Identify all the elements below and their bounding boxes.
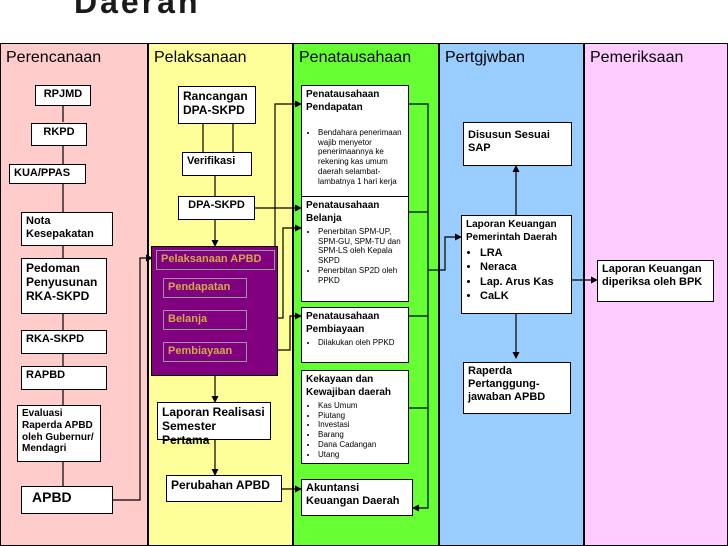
laporan-keuangan-title: Laporan Keuangan Pemerintah Daerah bbox=[466, 219, 558, 243]
penatausahaan-belanja-title: Penatausahaan Belanja bbox=[306, 200, 380, 224]
node-laporan-keuangan-pemda: Laporan Keuangan Pemerintah Daerah LRA N… bbox=[461, 215, 572, 314]
node-laporan-realisasi: Laporan Realisasi Semester Pertama bbox=[157, 402, 271, 447]
node-belanja: Belanja bbox=[163, 310, 247, 330]
node-penatausahaan-pembiayaan: Penatausahaan Pembiayaan Dilakukan oleh … bbox=[301, 307, 409, 363]
column-header-perencanaan: Perencanaan bbox=[6, 49, 102, 66]
node-kekayaan-kewajiban: Kekayaan dan Kewajiban daerah Kas Umum P… bbox=[301, 370, 409, 464]
kekayaan-item: Investasi bbox=[318, 420, 404, 430]
node-apbd: APBD bbox=[21, 486, 113, 514]
node-pelaksanaan-apbd: Pelaksanaan APBD bbox=[156, 250, 275, 270]
penatausahaan-pembiayaan-item: Dilakukan oleh PPKD bbox=[318, 338, 404, 348]
kekayaan-item: Dana Cadangan bbox=[318, 440, 404, 450]
kekayaan-title: Kekayaan dan Kewajiban daerah bbox=[306, 374, 392, 398]
kekayaan-item: Kas Umum bbox=[318, 401, 404, 411]
node-perubahan-apbd: Perubahan APBD bbox=[166, 475, 282, 502]
laporan-item: Neraca bbox=[480, 260, 567, 274]
penatausahaan-pembiayaan-title: Penatausahaan Pembiayaan bbox=[306, 311, 380, 335]
node-pedoman: Pedoman Penyusunan RKA-SKPD bbox=[21, 258, 107, 314]
page-title: Daerah bbox=[74, 0, 201, 20]
column-header-pertanggungjawaban: Pertgjwban bbox=[445, 49, 526, 66]
node-rpjmd: RPJMD bbox=[35, 85, 91, 106]
node-rapbd: RAPBD bbox=[21, 366, 107, 390]
node-raperda: Raperda Pertanggung-jawaban APBD bbox=[463, 362, 571, 414]
node-disusun-sap: Disusun Sesuai SAP bbox=[463, 122, 572, 166]
node-pembiayaan: Pembiayaan bbox=[163, 342, 247, 362]
node-rkpd: RKPD bbox=[31, 123, 87, 146]
laporan-item: Lap. Arus Kas bbox=[480, 275, 567, 289]
kekayaan-item: Utang bbox=[318, 450, 404, 460]
node-dpa-skpd: DPA-SKPD bbox=[178, 196, 255, 220]
node-akuntansi: Akuntansi Keuangan Daerah bbox=[301, 479, 413, 516]
kekayaan-item: Barang bbox=[318, 430, 404, 440]
penatausahaan-pendapatan-item: Bendahara penerimaan wajib menyetor pene… bbox=[318, 128, 404, 187]
node-evaluasi: Evaluasi Raperda APBD oleh Gubernur/ Men… bbox=[17, 405, 101, 462]
node-nota-kesepakatan: Nota Kesepakatan bbox=[21, 212, 113, 246]
node-verifikasi: Verifikasi bbox=[182, 152, 252, 176]
column-header-pemeriksaan: Pemeriksaan bbox=[590, 49, 684, 66]
column-header-pelaksanaan: Pelaksanaan bbox=[154, 49, 247, 66]
column-header-penatausahaan: Penatausahaan bbox=[299, 49, 412, 66]
node-kua-ppas: KUA/PPAS bbox=[9, 164, 86, 184]
laporan-item: LRA bbox=[480, 246, 567, 260]
node-rancangan-dpa: Rancangan DPA-SKPD bbox=[178, 86, 256, 124]
node-penatausahaan-pendapatan: Penatausahaan Pendapatan Bendahara pener… bbox=[301, 85, 409, 215]
node-pendapatan: Pendapatan bbox=[163, 278, 247, 298]
penatausahaan-pendapatan-title: Penatausahaan Pendapatan bbox=[306, 89, 380, 113]
penatausahaan-belanja-item: Penerbitan SPM-UP, SPM-GU, SPM-TU dan SP… bbox=[318, 227, 404, 266]
node-laporan-bpk: Laporan Keuangan diperiksa oleh BPK bbox=[597, 260, 714, 302]
penatausahaan-belanja-item: Penerbitan SP2D oleh PPKD bbox=[318, 266, 404, 286]
node-penatausahaan-belanja: Penatausahaan Belanja Penerbitan SPM-UP,… bbox=[301, 196, 409, 302]
kekayaan-item: Piutang bbox=[318, 411, 404, 421]
node-rka-skpd: RKA-SKPD bbox=[21, 330, 107, 354]
laporan-item: CaLK bbox=[480, 289, 567, 303]
